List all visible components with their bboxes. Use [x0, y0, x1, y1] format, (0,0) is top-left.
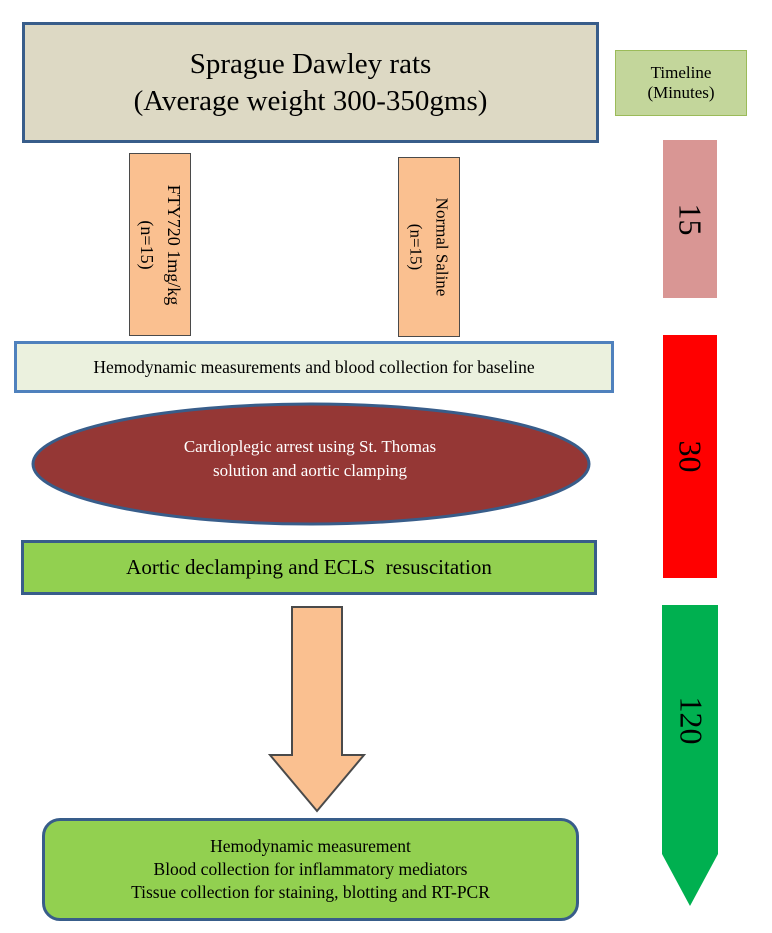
final-measurement-box: Hemodynamic measurement Blood collection… [42, 818, 579, 921]
timeline-header: Timeline (Minutes) [615, 50, 747, 116]
group-fty720-box: FTY720 1mg/kg (n=15) [129, 153, 191, 336]
final-line-1: Hemodynamic measurement [210, 836, 411, 857]
final-line-3: Tissue collection for staining, blotting… [131, 881, 490, 902]
arrest-line-2: solution and aortic clamping [212, 460, 408, 480]
timeline-header-line-1: Timeline [650, 62, 712, 82]
cardioplegic-arrest-label: Cardioplegic arrest using St. Thomas sol… [100, 435, 520, 483]
timeline-label-15: 15 [672, 203, 709, 235]
down-arrow-icon [268, 606, 367, 813]
group-saline-label: Normal Saline (n=15) [404, 198, 455, 297]
timeline-label-30: 30 [672, 440, 709, 473]
timeline-bar-30: 30 [663, 335, 717, 578]
title-line-2: (Average weight 300-350gms) [133, 84, 488, 117]
ecls-resuscitation-label: Aortic declamping and ECLS resuscitation [126, 555, 492, 579]
timeline-label-120-wrap: 120 [664, 690, 718, 750]
arrest-line-1: Cardioplegic arrest using St. Thomas [183, 437, 437, 456]
timeline-arrow-120 [662, 605, 718, 906]
group-fty720-label: FTY720 1mg/kg (n=15) [133, 184, 187, 305]
title-line-1: Sprague Dawley rats [189, 48, 432, 81]
baseline-measurement-box: Hemodynamic measurements and blood colle… [14, 341, 614, 393]
group-fty720-dose: FTY720 1mg/kg [164, 184, 184, 305]
baseline-measurement-label: Hemodynamic measurements and blood colle… [93, 356, 535, 377]
ecls-resuscitation-box: Aortic declamping and ECLS resuscitation [21, 540, 597, 595]
timeline-bar-15: 15 [663, 140, 717, 298]
final-line-2: Blood collection for inflammatory mediat… [153, 859, 468, 880]
group-saline-box: Normal Saline (n=15) [398, 157, 460, 337]
cardioplegic-arrest-ellipse [31, 402, 591, 526]
group-saline-name: Normal Saline [432, 197, 452, 297]
group-saline-n: (n=15) [407, 223, 426, 271]
title-box: Sprague Dawley rats (Average weight 300-… [22, 22, 599, 143]
timeline-header-line-2: (Minutes) [647, 83, 715, 102]
timeline-label-120: 120 [673, 696, 710, 744]
group-fty720-n: (n=15) [137, 219, 157, 270]
